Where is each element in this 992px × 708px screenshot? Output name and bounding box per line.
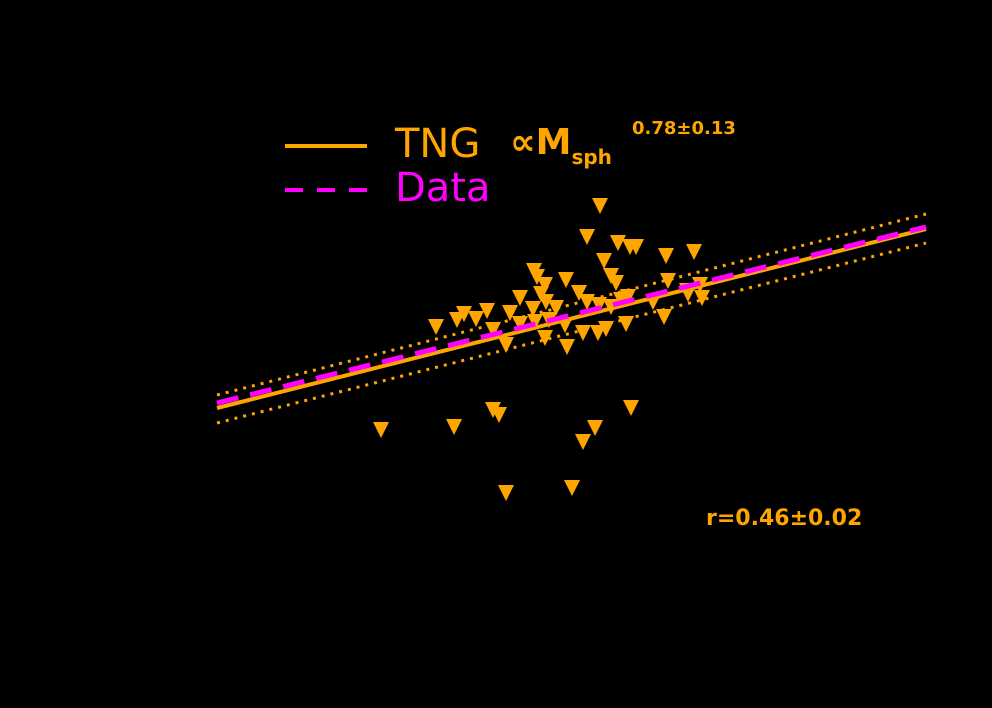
data-point [498, 485, 514, 501]
correlation-coefficient: r=0.46±0.02 [706, 506, 863, 531]
data-point [537, 277, 553, 293]
proportional-prefix: ∝M [510, 122, 572, 163]
data-point [491, 407, 507, 423]
data-point [596, 253, 612, 269]
scaling-relation: ∝Msph 0.78±0.13 [510, 118, 736, 169]
data-point [598, 321, 614, 337]
data-point [658, 248, 674, 264]
data-point [559, 339, 575, 355]
data-point [557, 317, 573, 333]
data-point [660, 273, 676, 289]
data-point [525, 301, 541, 317]
data-point [449, 312, 465, 328]
data-point [538, 294, 554, 310]
data-point [564, 480, 580, 496]
data-point [623, 400, 639, 416]
data-point [512, 290, 528, 306]
data-fit-line [216, 224, 927, 406]
legend-label-tng: TNG [395, 121, 481, 167]
data-point [527, 314, 543, 330]
data-point [575, 434, 591, 450]
data-point [610, 235, 626, 251]
data-point [571, 285, 587, 301]
data-point [618, 316, 634, 332]
data-point [628, 239, 644, 255]
scaling-exponent: 0.78±0.13 [632, 118, 736, 139]
solid-line-swatch [285, 144, 367, 148]
data-point [558, 272, 574, 288]
data-point [579, 229, 595, 245]
data-point [512, 316, 528, 332]
data-point [485, 322, 501, 338]
data-point [468, 311, 484, 327]
data-point [479, 303, 495, 319]
data-point [446, 419, 462, 435]
tng-fit-lower-bound-line [216, 241, 927, 425]
scaling-subscript: sph [571, 145, 612, 169]
data-point [656, 309, 672, 325]
data-point [373, 422, 389, 438]
data-point [694, 290, 710, 306]
data-point [502, 305, 518, 321]
data-point [587, 420, 603, 436]
data-point [548, 300, 564, 316]
data-point [680, 286, 696, 302]
data-point [498, 337, 514, 353]
data-point [592, 198, 608, 214]
data-point [591, 297, 607, 313]
data-point [537, 330, 553, 346]
data-point [620, 289, 636, 305]
data-point [608, 275, 624, 291]
dashed-line-swatch [285, 188, 367, 192]
tng-fit-upper-bound-line [216, 212, 927, 397]
data-point [428, 319, 444, 335]
data-point [579, 294, 595, 310]
data-point [686, 244, 702, 260]
legend-label-data: Data [395, 165, 491, 211]
data-point [575, 325, 591, 341]
